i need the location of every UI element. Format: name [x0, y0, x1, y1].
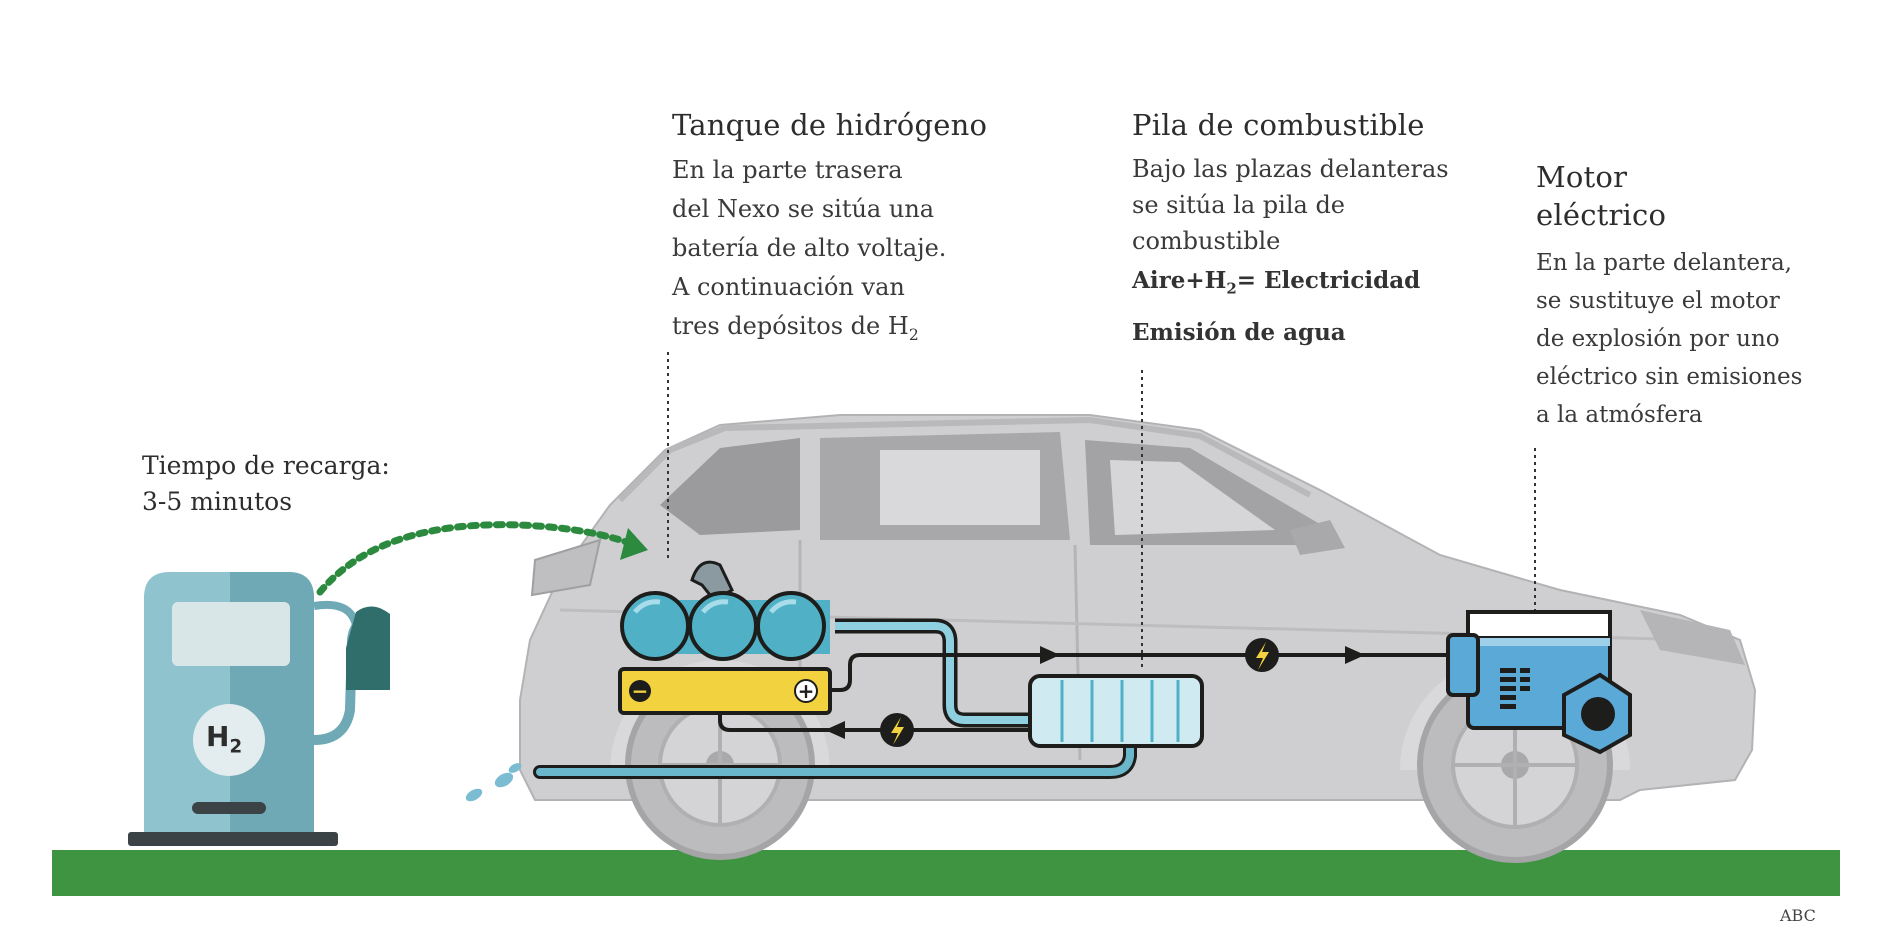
recharge-time-block: Tiempo de recarga: 3-5 minutos [142, 448, 390, 520]
tank-line-5-subscript: 2 [908, 325, 919, 344]
electricity-icon-1 [1245, 638, 1279, 672]
hydrogen-tanks [620, 560, 830, 661]
pump-nozzle [346, 606, 390, 690]
motor-title-line-1: Motor [1536, 160, 1628, 194]
battery-minus-sign: − [632, 679, 649, 703]
motor-title: Motor eléctrico [1536, 158, 1802, 234]
recharge-line-2: 3-5 minutos [142, 487, 293, 516]
fuel-cell-block: Pila de combustible Bajo las plazas dela… [1132, 108, 1449, 355]
high-voltage-battery: − + [618, 667, 832, 715]
motor-block: Motor eléctrico En la parte delantera, s… [1536, 158, 1802, 434]
h2-fill-flow [316, 521, 639, 596]
pump-h2-label: H2 [206, 720, 242, 758]
fuel-cell-line-1: Bajo las plazas delanteras [1132, 155, 1449, 183]
battery-plus-terminal [794, 679, 818, 703]
pump-h-text: H [206, 720, 230, 753]
tank-line-5: tres depósitos de H2 [672, 307, 987, 355]
battery-plus-sign: + [798, 679, 815, 703]
tank-description: En la parte trasera del Nexo se sitúa un… [672, 151, 987, 355]
motor-description: En la parte delantera, se sustituye el m… [1536, 244, 1802, 434]
battery-minus-terminal [629, 680, 651, 702]
wire-arrow-1 [1040, 646, 1060, 664]
motor-line-2: se sustituye el motor [1536, 288, 1780, 314]
motor-line-1: En la parte delantera, [1536, 250, 1792, 276]
tank-block: Tanque de hidrógeno En la parte trasera … [672, 108, 987, 355]
motor-line-5: a la atmósfera [1536, 402, 1703, 428]
electric-wires [718, 653, 1460, 732]
pump-screen [172, 602, 290, 666]
recharge-line-1: Tiempo de recarga: [142, 451, 390, 480]
electric-motor [1446, 610, 1632, 755]
leader-lines [667, 352, 1536, 668]
tank-title: Tanque de hidrógeno [672, 108, 988, 142]
fuel-cell-line-2: se sitúa la pila de [1132, 191, 1346, 219]
hydrogen-pump [128, 572, 390, 846]
h2-supply-pipe [835, 618, 1035, 728]
tank-line-5-text: tres depósitos de H [672, 312, 909, 340]
fuel-cell-stack [1028, 674, 1204, 748]
tank-line-3: batería de alto voltaje. [672, 234, 947, 262]
formula-sub: 2 [1226, 279, 1237, 298]
motor-title-line-2: eléctrico [1536, 198, 1667, 232]
tank-line-4: A continuación van [672, 273, 905, 301]
source-credit: ABC [1780, 906, 1816, 925]
water-drops [465, 763, 522, 802]
fuel-cell-emission: Emisión de agua [1132, 318, 1346, 346]
formula-pre: Aire+H [1132, 267, 1227, 294]
tank-line-1: En la parte trasera [672, 156, 903, 184]
tank-line-2: del Nexo se sitúa una [672, 195, 935, 223]
fuel-cell-title: Pila de combustible [1132, 108, 1425, 142]
formula-post: = Electricidad [1236, 267, 1421, 294]
fuel-cell-formula: Aire+H2= Electricidad [1132, 259, 1449, 311]
h2-fill-arrowhead [620, 528, 648, 560]
electricity-icon-2 [880, 713, 914, 747]
fuel-cell-description: Bajo las plazas delanteras se sitúa la p… [1132, 151, 1449, 259]
motor-line-4: eléctrico sin emisiones [1536, 364, 1803, 390]
wire-arrow-2 [1345, 646, 1365, 664]
ground-strip [52, 850, 1840, 896]
fuel-cell-line-3: combustible [1132, 227, 1281, 255]
pump-base [128, 832, 338, 846]
wire-arrow-3 [825, 721, 845, 739]
pump-h2-disc [193, 704, 265, 776]
motor-line-3: de explosión por uno [1536, 326, 1780, 352]
pump-h-subscript: 2 [229, 736, 243, 758]
water-exhaust-pipe [533, 738, 1137, 779]
